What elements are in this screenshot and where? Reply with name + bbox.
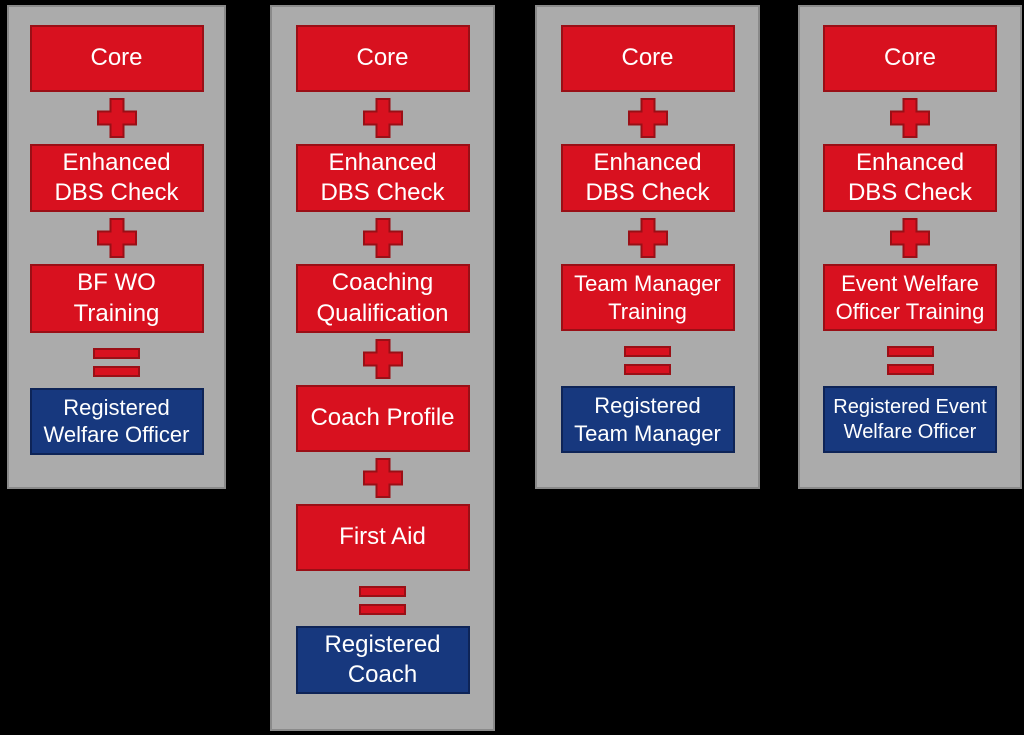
equals-bar — [624, 364, 671, 376]
requirement-box: First Aid — [295, 503, 470, 571]
box-label-line: DBS Check — [54, 179, 179, 207]
plus-icon — [362, 98, 403, 138]
plus-icon — [362, 338, 403, 379]
box-label-line: Registered — [594, 393, 701, 419]
box-label-line: Core — [621, 44, 674, 72]
equals-bar — [359, 603, 406, 615]
box-label-line: Coach Profile — [310, 404, 455, 432]
requirement-box: Core — [295, 25, 470, 92]
plus-icon — [96, 218, 137, 259]
box-label-line: BF WO — [77, 269, 156, 297]
box-label-line: Enhanced — [328, 149, 437, 176]
box-label-line: DBS Check — [585, 179, 710, 207]
box-label-line: Enhanced — [593, 149, 702, 176]
box-label-line: Registered Event — [833, 395, 987, 418]
box-label-line: First Aid — [339, 523, 426, 551]
box-label-line: Enhanced — [855, 149, 965, 176]
plus-icon — [362, 218, 403, 259]
plus-icon — [627, 218, 668, 259]
box-label-line: DBS Check — [847, 179, 973, 207]
equals-bar — [93, 365, 140, 377]
box-label-line: Coaching — [331, 269, 434, 297]
requirement-box: Core — [29, 25, 204, 92]
equals-icon — [886, 346, 934, 376]
equals-bar — [624, 346, 671, 358]
box-label-line: Registered — [63, 394, 170, 420]
equals-bar — [886, 364, 934, 376]
box-label-line: Team Manager — [574, 271, 721, 297]
plus-icon — [890, 98, 930, 138]
requirement-box: Core — [823, 25, 997, 92]
plus-icon — [627, 98, 668, 138]
equals-bar — [359, 585, 406, 597]
box-label-line: Officer Training — [835, 298, 985, 324]
equals-icon — [359, 585, 406, 615]
plus-icon — [362, 457, 403, 498]
box-label-line: Core — [356, 44, 409, 72]
box-label-line: Core — [90, 44, 143, 72]
box-label-line: Welfare Officer — [843, 420, 977, 443]
equals-icon — [624, 346, 671, 376]
box-label-line: Coach — [347, 661, 418, 689]
box-label-line: Core — [883, 44, 937, 72]
box-label-line: Training — [73, 299, 160, 327]
box-label-line: Enhanced — [62, 149, 171, 176]
box-label-line: Registered — [324, 630, 441, 658]
equals-icon — [93, 347, 140, 377]
equals-bar — [93, 347, 140, 359]
box-label-line: Team Manager — [574, 420, 721, 446]
box-label-line: DBS Check — [320, 179, 445, 207]
requirement-box: Core — [560, 25, 735, 92]
box-label-line: Welfare Officer — [43, 422, 190, 448]
box-label-line: Event Welfare — [841, 271, 979, 297]
requirement-box: Coach Profile — [295, 384, 470, 452]
box-label-line: Qualification — [316, 299, 449, 327]
box-label-line: Training — [608, 298, 687, 324]
plus-icon — [890, 218, 930, 259]
equals-bar — [886, 346, 934, 358]
plus-icon — [96, 98, 137, 138]
